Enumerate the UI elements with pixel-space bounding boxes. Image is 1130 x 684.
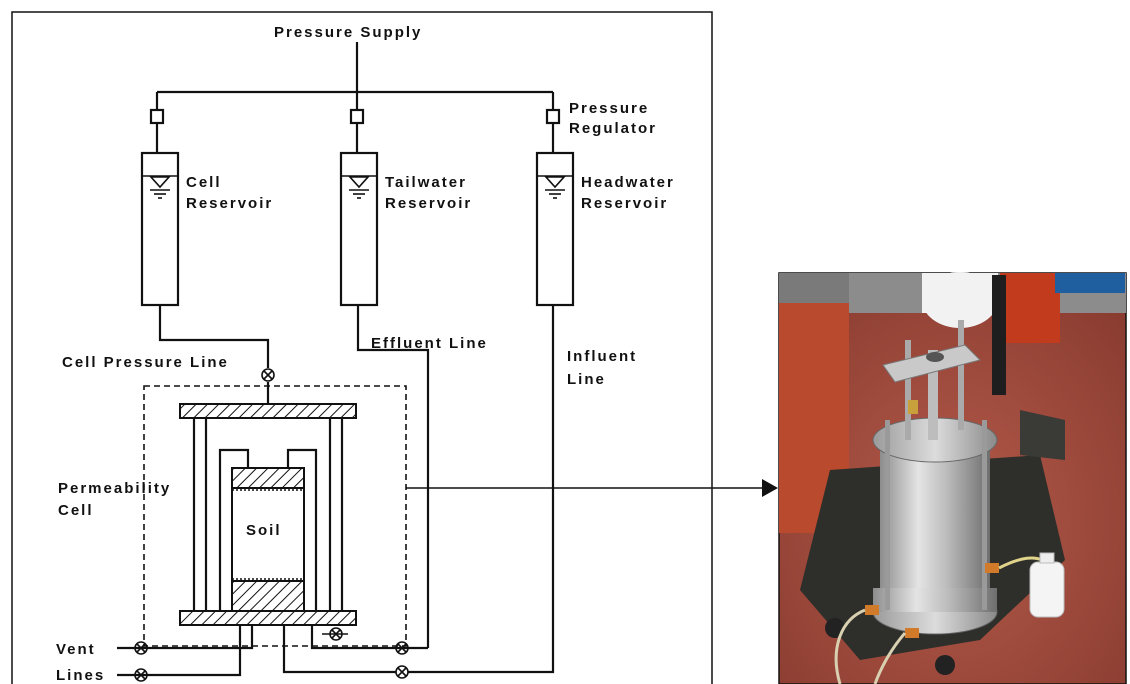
label-vent: Vent bbox=[56, 641, 96, 658]
label-pressure-regulator-2: Regulator bbox=[569, 120, 657, 137]
label-pressure-regulator-1: Pressure bbox=[569, 100, 649, 117]
label-permeability-cell-2: Cell bbox=[58, 502, 94, 519]
label-lines: Lines bbox=[56, 667, 105, 684]
label-cell-pressure-line: Cell Pressure Line bbox=[62, 354, 229, 371]
label-cell-reservoir-1: Cell bbox=[186, 174, 222, 191]
top-cap-plate bbox=[180, 404, 356, 418]
label-pressure-supply: Pressure Supply bbox=[274, 24, 422, 41]
label-tailwater-reservoir-2: Reservoir bbox=[385, 195, 472, 212]
label-permeability-cell-1: Permeability bbox=[58, 480, 171, 497]
apparatus-photo bbox=[779, 272, 1126, 684]
base-plate bbox=[180, 611, 356, 625]
label-headwater-reservoir-1: Headwater bbox=[581, 174, 675, 191]
label-influent-line-2: Line bbox=[567, 371, 606, 388]
soil-sample bbox=[232, 468, 304, 611]
label-cell-reservoir-2: Reservoir bbox=[186, 195, 273, 212]
label-effluent-line: Effluent Line bbox=[371, 335, 488, 352]
label-influent-line-1: Influent bbox=[567, 348, 637, 365]
label-soil: Soil bbox=[246, 522, 282, 539]
label-headwater-reservoir-2: Reservoir bbox=[581, 195, 668, 212]
label-tailwater-reservoir-1: Tailwater bbox=[385, 174, 467, 191]
